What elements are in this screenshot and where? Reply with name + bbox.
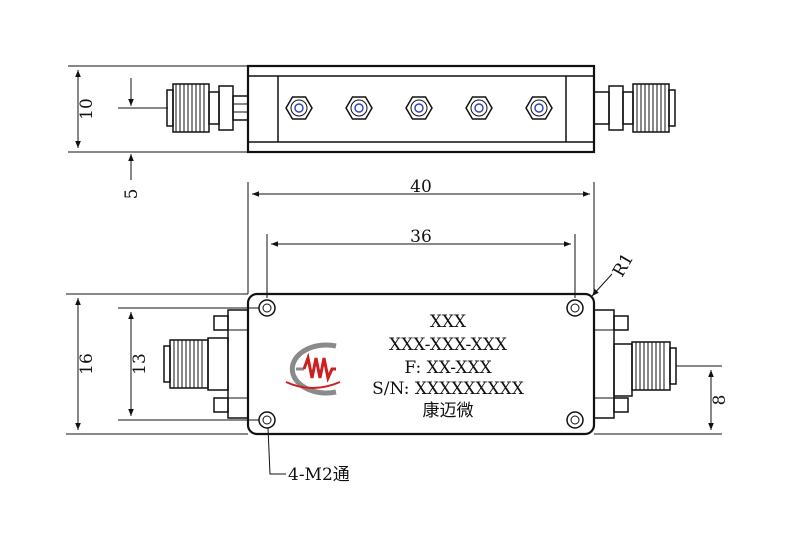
dimension-top-height: 10 xyxy=(68,65,248,153)
dimension-36-text: 36 xyxy=(410,227,432,247)
dimension-body-height: 16 xyxy=(66,293,248,435)
tuning-screw-icon xyxy=(465,96,493,120)
dimension-connector-offset: 5 xyxy=(118,78,168,199)
top-view: 10 5 xyxy=(68,64,676,199)
tuning-screw-icon xyxy=(525,96,553,120)
top-view-housing xyxy=(246,64,596,154)
dimension-5-text: 5 xyxy=(122,189,142,200)
dimension-hole-vertical-spacing: 13 xyxy=(118,307,259,421)
dimension-10-text: 10 xyxy=(77,98,97,120)
tuning-screw-icon xyxy=(345,96,373,120)
front-view: XXX XXX-XXX-XXX F: XX-XXX S/N: XXXXXXXXX… xyxy=(66,250,730,485)
dimension-hole-spacing: 36 xyxy=(266,227,576,298)
sma-connector-icon xyxy=(593,83,676,133)
dimension-overall-width: 40 xyxy=(247,177,595,294)
tuning-screw-icon xyxy=(285,96,313,120)
label-line-4: S/N: XXXXXXXXX xyxy=(372,379,525,399)
sma-connector-icon xyxy=(163,309,249,419)
dimension-8-text: 8 xyxy=(710,395,730,406)
company-logo-icon xyxy=(285,342,341,396)
dimension-40-text: 40 xyxy=(410,177,432,197)
label-line-1: XXX xyxy=(430,312,467,332)
mounting-hole-icon xyxy=(566,411,584,429)
corner-radius-callout: R1 xyxy=(591,250,638,297)
label-line-2: XXX-XXX-XXX xyxy=(389,335,508,355)
label-line-5: 康迈微 xyxy=(423,401,474,421)
sma-connector-icon xyxy=(166,83,249,133)
mount-holes-callout: 4-M2通 xyxy=(267,427,350,485)
dimension-16-text: 16 xyxy=(77,353,97,375)
corner-radius-text: R1 xyxy=(609,250,638,280)
mounting-hole-icon xyxy=(258,299,276,317)
tuning-screw-icon xyxy=(405,96,433,120)
dimension-output-offset: 8 xyxy=(594,365,730,435)
sma-connector-icon xyxy=(593,309,677,419)
label-line-3: F: XX-XXX xyxy=(404,358,492,378)
dimension-13-text: 13 xyxy=(130,353,150,375)
mounting-hole-icon xyxy=(566,299,584,317)
mount-holes-text: 4-M2通 xyxy=(288,465,350,485)
mounting-hole-icon xyxy=(258,411,276,429)
